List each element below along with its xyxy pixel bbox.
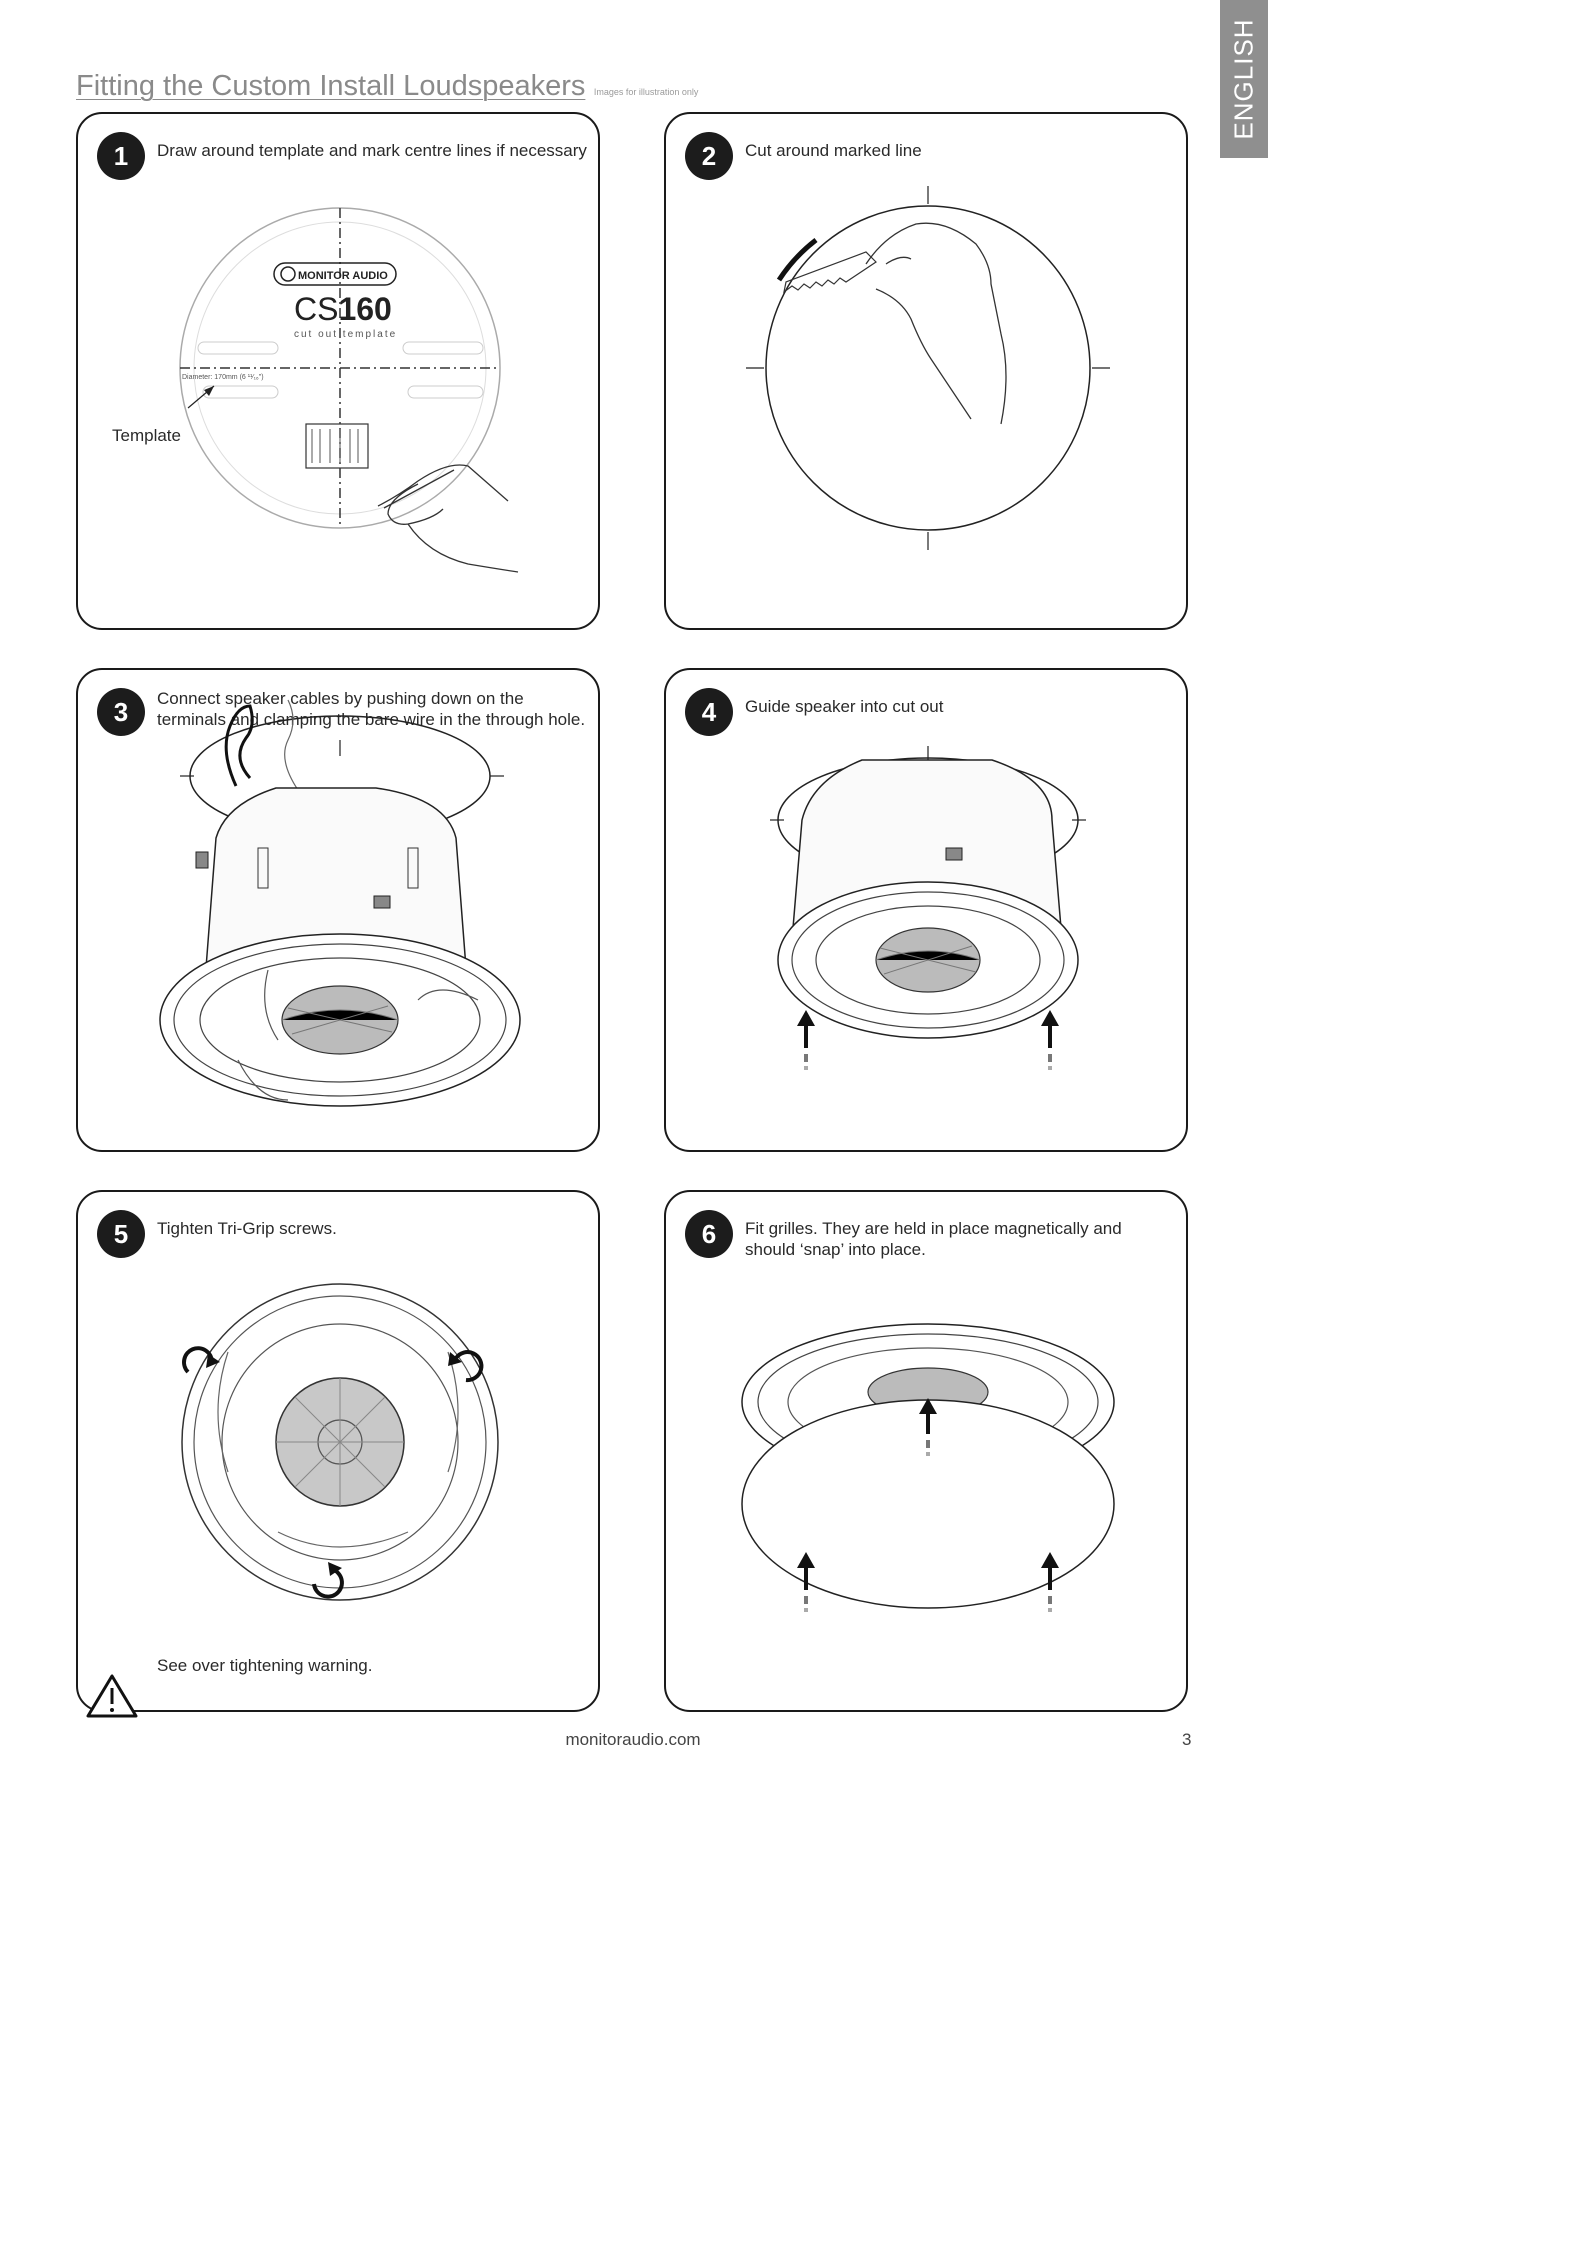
- brand-logo-text: MONITOR AUDIO: [298, 270, 388, 282]
- step-6-panel: 6 Fit grilles. They are held in place ma…: [664, 1190, 1188, 1712]
- warning-text: See over tightening warning.: [157, 1656, 373, 1675]
- template-caption: cut out template: [294, 329, 397, 340]
- up-arrow-icon: [797, 1552, 815, 1612]
- language-tab: ENGLISH: [1220, 0, 1268, 158]
- step-3-number: 3: [97, 688, 145, 736]
- model-number: 160: [338, 291, 391, 327]
- screw-rotate-icon: [448, 1350, 484, 1383]
- page-number: 3: [1182, 1730, 1192, 1749]
- step-1-number: 1: [97, 132, 145, 180]
- warning-triangle-icon: [86, 1674, 138, 1718]
- up-arrow-icon: [1041, 1552, 1059, 1612]
- step-1-panel: 1 Draw around template and mark centre l…: [76, 112, 600, 630]
- template-label: Template: [112, 426, 181, 445]
- step-6-number: 6: [685, 1210, 733, 1258]
- step-5-panel: 5 Tighten Tri-Grip screws. See over tigh…: [76, 1190, 600, 1718]
- step-4-number: 4: [685, 688, 733, 736]
- page-title: Fitting the Custom Install Loudspeakers: [76, 70, 586, 102]
- step-1-illustration: MONITOR AUDIO CS160 cut out template Dia…: [179, 207, 519, 573]
- screw-rotate-icon: [312, 1562, 344, 1599]
- step-6-illustration: [741, 1323, 1115, 1612]
- diameter-label: Diameter: 170mm (6 ¹¹⁄₁₆"): [182, 374, 264, 381]
- screw-rotate-icon: [182, 1346, 220, 1374]
- page-header: Fitting the Custom Install Loudspeakers …: [76, 70, 698, 103]
- footer-website: monitoraudio.com: [565, 1730, 701, 1749]
- up-arrow-icon: [1041, 1010, 1059, 1070]
- step-4-text: Guide speaker into cut out: [745, 697, 944, 716]
- up-arrow-icon: [919, 1398, 937, 1456]
- illustration-note: Images for illustration only: [593, 87, 699, 97]
- step-2-illustration: [746, 186, 1110, 550]
- step-5-illustration: [86, 1283, 499, 1718]
- language-label: ENGLISH: [1228, 18, 1259, 140]
- step-4-panel: 4 Guide speaker into cut out: [664, 668, 1188, 1152]
- step-2-number: 2: [685, 132, 733, 180]
- step-3-illustration: [159, 699, 521, 1107]
- step-4-illustration: [770, 746, 1086, 1070]
- up-arrow-icon: [797, 1010, 815, 1070]
- step-5-number: 5: [97, 1210, 145, 1258]
- step-2-panel: 2 Cut around marked line: [664, 112, 1188, 630]
- model-prefix: CS: [294, 291, 338, 327]
- step-6-text: Fit grilles. They are held in place magn…: [745, 1219, 1122, 1259]
- svg-text:CS160: CS160: [294, 291, 392, 327]
- step-1-text: Draw around template and mark centre lin…: [157, 141, 587, 160]
- step-5-text: Tighten Tri-Grip screws.: [157, 1219, 337, 1238]
- step-3-panel: 3 Connect speaker cables by pushing down…: [76, 668, 600, 1152]
- step-2-text: Cut around marked line: [745, 141, 922, 160]
